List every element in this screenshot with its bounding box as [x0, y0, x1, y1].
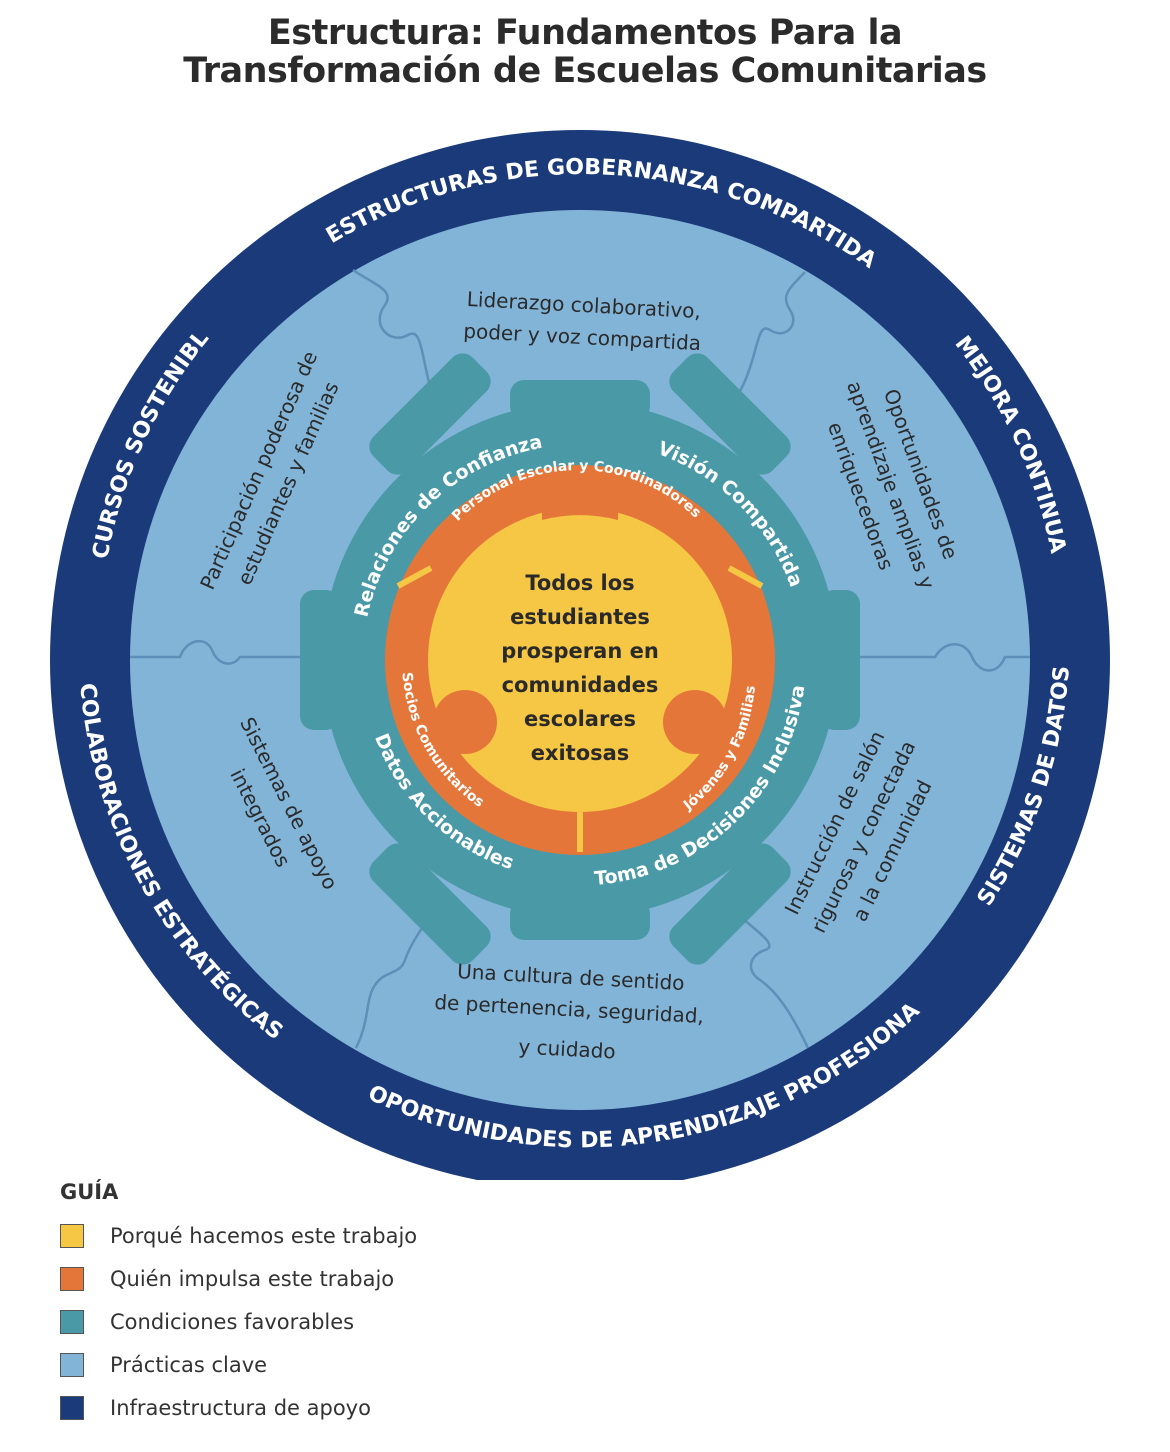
center-text: Todos los estudiantes prosperan en comun…: [501, 571, 659, 765]
legend-label: Condiciones favorables: [110, 1310, 355, 1334]
center-line-2: estudiantes: [510, 605, 650, 629]
legend-label: Quién impulsa este trabajo: [110, 1267, 395, 1291]
legend-swatch: [60, 1353, 84, 1377]
puzzle-seams: [130, 268, 1030, 1049]
framework-diagram: Todos los estudiantes prosperan en comun…: [50, 130, 1110, 1180]
center-line-1: Todos los: [525, 571, 634, 595]
diagram-title: Estructura: Fundamentos Para la Transfor…: [0, 14, 1170, 90]
legend-swatch: [60, 1310, 84, 1334]
center-line-4: comunidades: [502, 673, 659, 697]
title-line-2: Transformación de Escuelas Comunitarias: [183, 51, 987, 91]
legend-item-navy: Infraestructura de apoyo: [60, 1392, 417, 1424]
center-line-3: prosperan en: [501, 639, 659, 663]
legend-label: Porqué hacemos este trabajo: [110, 1224, 418, 1248]
legend-item-yellow: Porqué hacemos este trabajo: [60, 1220, 417, 1252]
legend-heading: GUÍA: [60, 1180, 119, 1204]
center-line-5: escolares: [524, 707, 636, 731]
driver-dividers: [396, 565, 764, 852]
center-line-6: exitosas: [531, 741, 630, 765]
legend-label: Infraestructura de apoyo: [110, 1396, 371, 1420]
legend: GUÍA Porqué hacemos este trabajo Quién i…: [60, 1180, 417, 1435]
legend-label: Prácticas clave: [110, 1353, 268, 1377]
title-line-1: Estructura: Fundamentos Para la: [267, 13, 903, 53]
legend-swatch: [60, 1224, 84, 1248]
legend-item-light-blue: Prácticas clave: [60, 1349, 417, 1381]
practice-cultura-line-3: y cuidado: [518, 1034, 616, 1063]
legend-item-teal: Condiciones favorables: [60, 1306, 417, 1338]
purpose-center: [428, 508, 732, 812]
legend-swatch: [60, 1396, 84, 1420]
legend-swatch: [60, 1267, 84, 1291]
driver-bumps: [433, 472, 727, 754]
legend-item-orange: Quién impulsa este trabajo: [60, 1263, 417, 1295]
